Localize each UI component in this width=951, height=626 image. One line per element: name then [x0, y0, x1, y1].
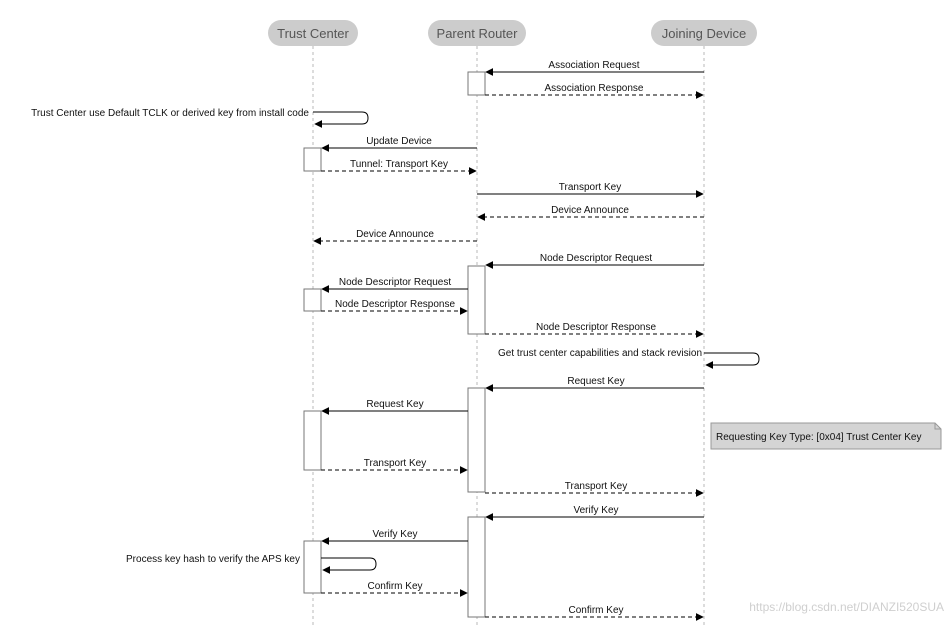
- message-label: Verify Key: [372, 529, 417, 540]
- message-label: Device Announce: [356, 229, 434, 240]
- message-transport-key: Transport Key: [477, 182, 704, 198]
- participant-joining-device: Joining Device: [651, 20, 757, 46]
- message-label: Get trust center capabilities and stack …: [498, 348, 702, 359]
- message-transport-key-tc: Transport Key: [321, 458, 468, 474]
- message-label: Request Key: [366, 399, 423, 410]
- message-request-key-jd: Request Key: [485, 376, 704, 392]
- activation-bar: [303, 147, 322, 172]
- activation-bar: [467, 516, 486, 618]
- message-node-descriptor-request-tc: Node Descriptor Request: [321, 277, 468, 293]
- message-device-announce-jd: Device Announce: [477, 205, 704, 221]
- self-message-process-key-hash: Process key hash to verify the APS key: [126, 554, 377, 574]
- message-transport-key-jd: Transport Key: [485, 481, 704, 497]
- message-label: Tunnel: Transport Key: [350, 159, 448, 170]
- message-node-descriptor-response-tc: Node Descriptor Response: [321, 299, 468, 315]
- activation-bar: [467, 71, 486, 96]
- self-message-tclk: Trust Center use Default TCLK or derived…: [31, 108, 369, 128]
- activation-bars: [303, 71, 486, 618]
- message-device-announce-tc: Device Announce: [313, 229, 477, 245]
- self-message-capabilities: Get trust center capabilities and stack …: [498, 348, 760, 369]
- message-label: Association Request: [548, 60, 639, 71]
- message-confirm-key-jd: Confirm Key: [485, 605, 704, 621]
- message-tunnel-transport-key: Tunnel: Transport Key: [321, 159, 477, 175]
- activation-bar: [303, 410, 322, 471]
- message-association-request: Association Request: [485, 60, 704, 76]
- message-label: Node Descriptor Response: [335, 299, 455, 310]
- watermark: https://blog.csdn.net/DIANZI520SUA: [749, 600, 944, 614]
- message-association-response: Association Response: [485, 83, 704, 99]
- note: Requesting Key Type: [0x04] Trust Center…: [710, 422, 942, 450]
- message-label: Trust Center use Default TCLK or derived…: [31, 108, 309, 119]
- message-label: Verify Key: [573, 505, 618, 516]
- activation-bar: [303, 288, 322, 312]
- message-label: Transport Key: [559, 182, 621, 193]
- message-label: Request Key: [567, 376, 624, 387]
- message-label: Node Descriptor Request: [540, 253, 652, 264]
- message-label: Association Response: [545, 83, 644, 94]
- message-update-device: Update Device: [321, 136, 477, 152]
- message-label: Confirm Key: [367, 581, 422, 592]
- message-label: Update Device: [366, 136, 432, 147]
- participant-label: Joining Device: [662, 26, 747, 41]
- activation-bar: [467, 265, 486, 335]
- participant-trust-center: Trust Center: [268, 20, 358, 46]
- message-confirm-key-tc: Confirm Key: [321, 581, 468, 597]
- messages: Association Request Association Response…: [31, 60, 760, 621]
- message-label: Node Descriptor Response: [536, 322, 656, 333]
- message-label: Transport Key: [565, 481, 627, 492]
- participant-label: Parent Router: [437, 26, 519, 41]
- message-node-descriptor-request-jd: Node Descriptor Request: [485, 253, 704, 269]
- participant-parent-router: Parent Router: [428, 20, 526, 46]
- message-label: Transport Key: [364, 458, 426, 469]
- participant-label: Trust Center: [277, 26, 349, 41]
- activation-bar: [303, 540, 322, 594]
- message-verify-key-tc: Verify Key: [321, 529, 468, 545]
- message-label: Node Descriptor Request: [339, 277, 451, 288]
- message-label: Process key hash to verify the APS key: [126, 554, 300, 565]
- message-label: Device Announce: [551, 205, 629, 216]
- message-node-descriptor-response-jd: Node Descriptor Response: [485, 322, 704, 338]
- message-verify-key-jd: Verify Key: [485, 505, 704, 521]
- activation-bar: [467, 387, 486, 493]
- note-text: Requesting Key Type: [0x04] Trust Center…: [716, 432, 921, 443]
- lifelines: [312, 46, 705, 626]
- message-request-key-tc: Request Key: [321, 399, 468, 415]
- message-label: Confirm Key: [568, 605, 623, 616]
